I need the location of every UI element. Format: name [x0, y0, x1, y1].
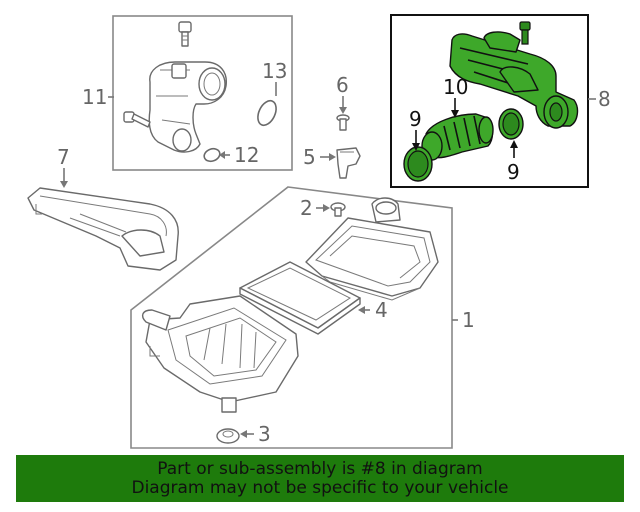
part-9-clamp — [403, 146, 433, 182]
part-2-bolt — [330, 202, 346, 217]
callout-1: 1 — [462, 308, 475, 332]
part-11-elbow — [148, 61, 227, 153]
info-banner: Part or sub-assembly is #8 in diagram Di… — [16, 455, 624, 502]
part-13-oring — [257, 99, 277, 127]
part-5-sensor — [336, 147, 361, 179]
subassembly-box-11 — [112, 15, 293, 171]
bolt-icon — [123, 111, 151, 128]
assembly-1-outline — [130, 186, 453, 449]
part-12-oring — [203, 147, 221, 163]
subassembly-box-8 — [390, 14, 589, 188]
callout-12: 12 — [234, 143, 259, 167]
part-7-duct — [27, 187, 179, 271]
part-9-clamp — [498, 108, 524, 140]
callout-5: 5 — [303, 145, 316, 169]
banner-line-2: Diagram may not be specific to your vehi… — [131, 478, 509, 498]
part-10-hose — [421, 113, 494, 161]
callout-2: 2 — [300, 196, 313, 220]
bolt-icon — [178, 21, 192, 47]
callout-6: 6 — [336, 73, 349, 97]
part-8-intake-hose — [449, 21, 579, 129]
callout-9: 9 — [507, 160, 520, 184]
air-cleaner-cover — [305, 197, 439, 301]
callout-13: 13 — [262, 59, 287, 83]
callout-7: 7 — [57, 145, 70, 169]
part-6-bolt — [336, 114, 350, 131]
air-cleaner-lower-housing — [141, 295, 299, 413]
callout-3: 3 — [258, 422, 271, 446]
part-4-filter — [239, 261, 361, 335]
parts-diagram: 1 2 3 4 5 6 7 8 9 9 10 11 12 13 — [27, 14, 611, 449]
callout-8: 8 — [598, 87, 611, 111]
callout-9: 9 — [409, 107, 422, 131]
callout-11: 11 — [82, 85, 107, 109]
callout-4: 4 — [375, 298, 388, 322]
banner-line-1: Part or sub-assembly is #8 in diagram — [157, 459, 483, 479]
part-3-grommet — [216, 428, 240, 444]
callout-10: 10 — [443, 75, 468, 99]
